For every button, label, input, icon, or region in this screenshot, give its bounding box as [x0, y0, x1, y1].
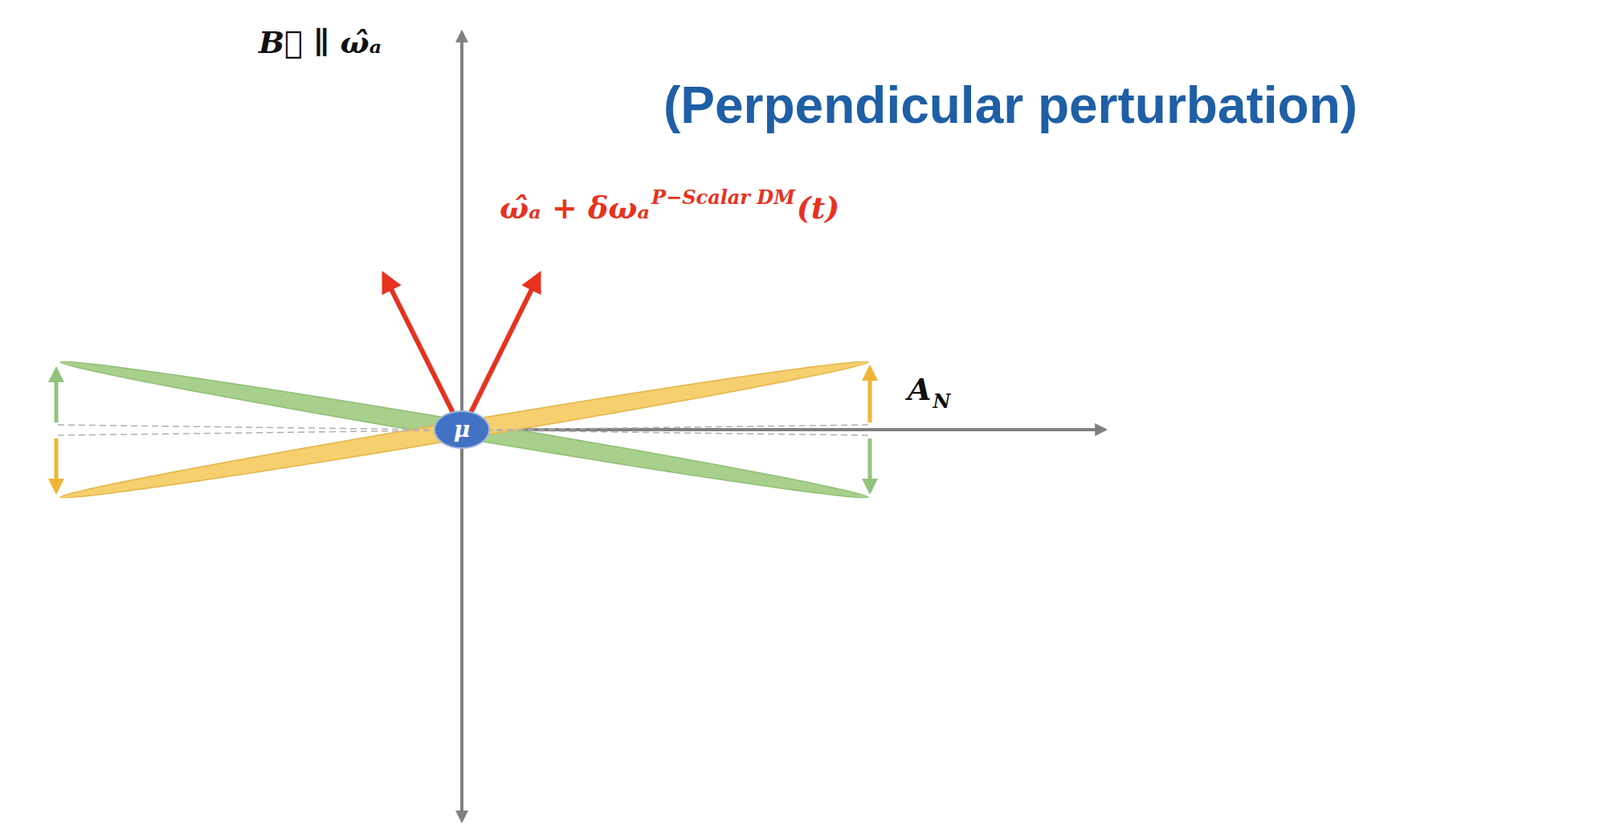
- asymmetry-label: A: [907, 371, 931, 409]
- field-label: B⃗ ∥ ω̂ₐ: [258, 24, 382, 62]
- yellow-arrow: [54, 438, 59, 492]
- green-arrow: [54, 369, 59, 423]
- label-group: B⃗ ∥ ω̂ₐ: [258, 24, 382, 62]
- label-group: ω̂ₐ + δωₐP−Scalar DM(t): [499, 189, 840, 227]
- green-arrow: [868, 438, 873, 492]
- ellipse-shape: [434, 411, 490, 449]
- diagram-title: (Perpendicular perturbation): [663, 77, 1358, 134]
- particle-symbol: μ: [453, 418, 471, 441]
- particle-ellipse: μ: [432, 409, 491, 450]
- frequency-label: ω̂ₐ + δωₐ: [499, 189, 650, 227]
- green-lobe: [58, 353, 870, 507]
- yellow-lobe: [58, 353, 870, 507]
- horizontal-axis: [461, 428, 1106, 432]
- red-arrow: [383, 274, 457, 420]
- red-arrow: [467, 274, 539, 420]
- label-group: AN: [907, 371, 951, 409]
- frequency-label: (t): [796, 189, 841, 227]
- superscript-label: P−Scalar DM: [651, 186, 796, 210]
- yellow-arrow: [868, 367, 873, 423]
- subscript-label: N: [932, 390, 951, 414]
